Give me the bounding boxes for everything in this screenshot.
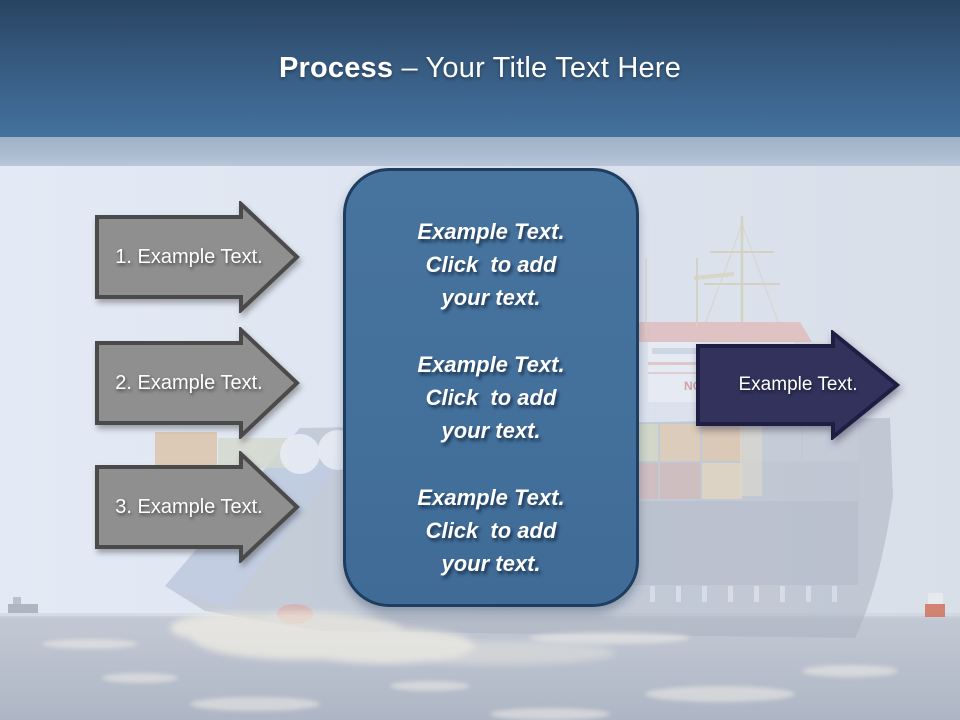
text-line: Click to add	[425, 385, 557, 410]
arrow-right-shape	[696, 330, 901, 440]
divider-band	[0, 137, 960, 166]
header-bar: Process – Your Title Text Here	[0, 0, 960, 137]
text-line: Example Text.	[417, 352, 565, 377]
text-placeholder-2[interactable]: Example Text. Click to add your text.	[346, 348, 636, 447]
text-line: your text.	[441, 551, 541, 576]
title-rest: – Your Title Text Here	[401, 52, 682, 84]
text-line: Example Text.	[417, 485, 565, 510]
process-arrow-3-label: 3. Example Text.	[115, 495, 263, 518]
process-arrow-1[interactable]: 1. Example Text.	[94, 201, 302, 313]
result-arrow-label: Example Text.	[738, 374, 858, 395]
result-arrow[interactable]: Example Text.	[695, 330, 901, 440]
text-placeholder-3[interactable]: Example Text. Click to add your text.	[346, 481, 636, 580]
text-line: Example Text.	[417, 219, 565, 244]
distant-ship	[8, 597, 38, 613]
arrow-right-shape	[95, 201, 300, 313]
arrow-right-shape	[95, 451, 300, 563]
whitecaps	[42, 632, 898, 720]
arrow-right-shape	[95, 327, 300, 439]
slide-title: Process – Your Title Text Here	[0, 52, 960, 85]
process-arrow-1-label: 1. Example Text.	[115, 245, 263, 268]
small-boat	[925, 593, 945, 617]
container-stack	[618, 424, 858, 585]
text-line: Click to add	[425, 518, 557, 543]
masts	[645, 216, 780, 338]
text-line: your text.	[441, 285, 541, 310]
title-emphasis: Process	[278, 52, 394, 84]
process-arrow-3[interactable]: 3. Example Text.	[94, 451, 302, 563]
center-panel: Example Text. Click to add your text. Exam…	[343, 168, 639, 607]
process-arrow-2-label: 2. Example Text.	[115, 371, 263, 394]
process-arrow-2[interactable]: 2. Example Text.	[94, 327, 302, 439]
bow-wave-foam	[170, 612, 615, 665]
text-line: your text.	[441, 418, 541, 443]
text-placeholder-1[interactable]: Example Text. Click to add your text.	[346, 215, 636, 314]
text-line: Click to add	[425, 252, 557, 277]
